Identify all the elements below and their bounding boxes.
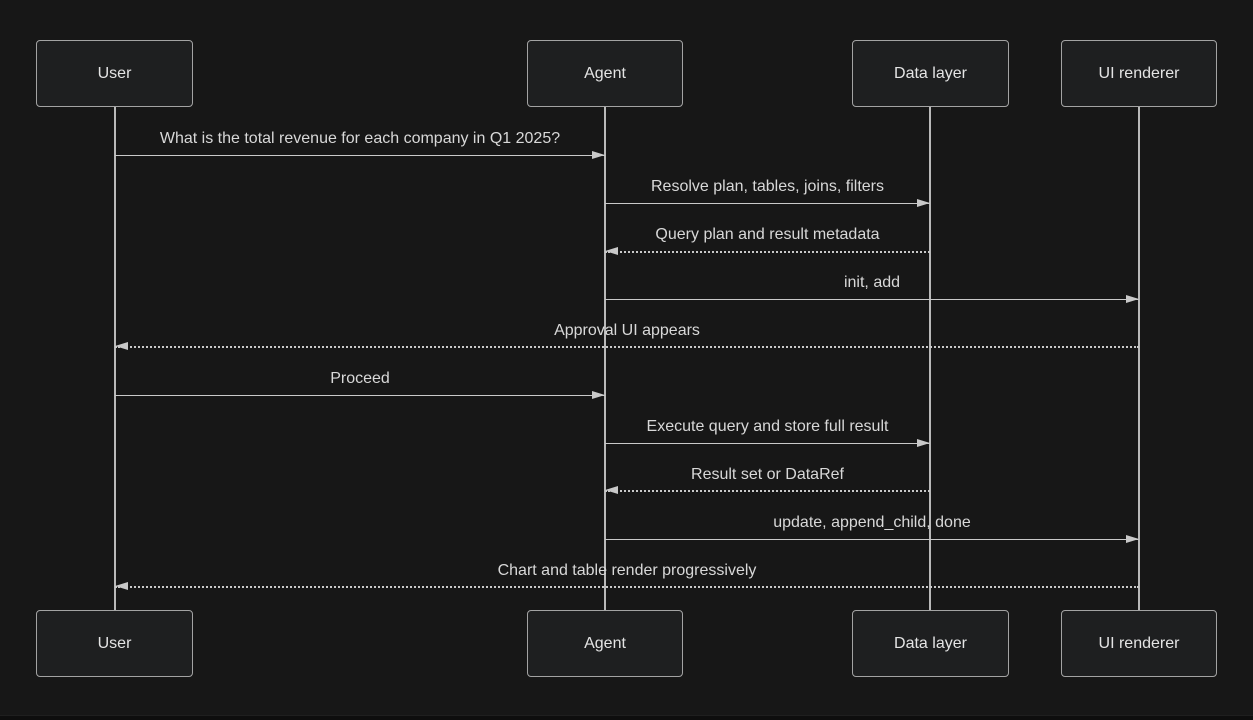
message-line-4 <box>605 299 1139 300</box>
arrowhead-right-icon <box>917 439 930 447</box>
arrowhead-left-icon <box>605 247 618 255</box>
participant-agent-top: Agent <box>527 40 683 107</box>
participant-label: UI renderer <box>1098 634 1180 652</box>
message-label-1: What is the total revenue for each compa… <box>159 130 561 147</box>
participant-agent-bottom: Agent <box>527 610 683 677</box>
participant-label: Agent <box>584 634 626 652</box>
message-label-6: Proceed <box>330 370 390 387</box>
message-line-9 <box>605 539 1139 540</box>
arrowhead-left-icon <box>115 582 128 590</box>
message-line-6 <box>115 395 605 396</box>
arrowhead-right-icon <box>917 199 930 207</box>
arrowhead-right-icon <box>592 151 605 159</box>
message-line-7 <box>605 443 930 444</box>
message-label-8: Result set or DataRef <box>691 466 844 483</box>
arrowhead-right-icon <box>592 391 605 399</box>
participant-label: Data layer <box>894 64 967 82</box>
message-label-5: Approval UI appears <box>554 322 700 339</box>
message-label-10: Chart and table render progressively <box>497 562 757 579</box>
participant-data-layer-top: Data layer <box>852 40 1009 107</box>
arrowhead-right-icon <box>1126 535 1139 543</box>
participant-ui-renderer-bottom: UI renderer <box>1061 610 1217 677</box>
participant-ui-renderer-top: UI renderer <box>1061 40 1217 107</box>
message-line-3 <box>605 251 930 253</box>
participant-user-top: User <box>36 40 193 107</box>
arrowhead-left-icon <box>115 342 128 350</box>
lifeline-data-layer <box>929 107 931 610</box>
participant-label: Agent <box>584 64 626 82</box>
message-label-4: init, add <box>843 274 901 291</box>
message-label-3: Query plan and result metadata <box>655 226 880 243</box>
message-line-1 <box>115 155 605 156</box>
participant-user-bottom: User <box>36 610 193 677</box>
message-label-2: Resolve plan, tables, joins, filters <box>651 178 884 195</box>
arrowhead-right-icon <box>1126 295 1139 303</box>
lifeline-ui-renderer <box>1138 107 1140 610</box>
message-label-7: Execute query and store full result <box>646 418 889 435</box>
lifeline-agent <box>604 107 606 610</box>
participant-label: User <box>97 64 132 82</box>
message-line-2 <box>605 203 930 204</box>
arrowhead-left-icon <box>605 486 618 494</box>
bottom-edge-strip <box>0 715 1253 720</box>
participant-data-layer-bottom: Data layer <box>852 610 1009 677</box>
participant-label: Data layer <box>894 634 967 652</box>
lifeline-user <box>114 107 116 610</box>
message-label-9: update, append_child, done <box>773 514 971 531</box>
participant-label: UI renderer <box>1098 64 1180 82</box>
message-line-10 <box>115 586 1139 588</box>
message-line-8 <box>605 490 930 492</box>
message-line-5 <box>115 346 1139 348</box>
participant-label: User <box>97 634 132 652</box>
